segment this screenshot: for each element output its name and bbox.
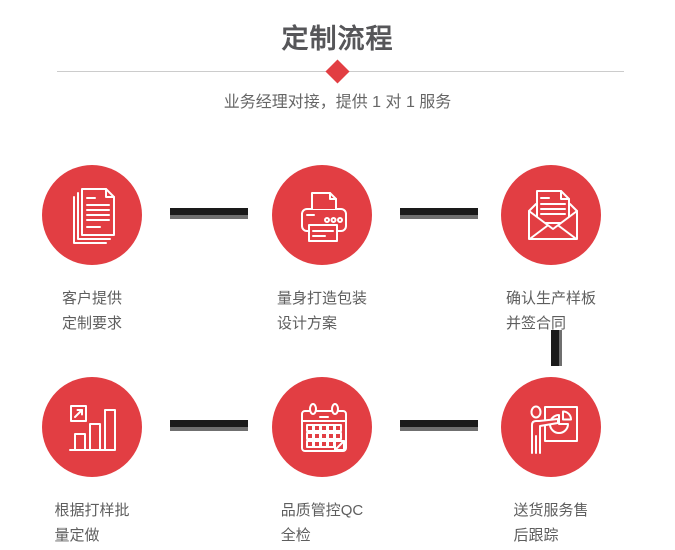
- step4-circle: [42, 377, 142, 477]
- step5-label-line1: 品质管控QC: [280, 502, 364, 519]
- step2-circle: [272, 165, 372, 265]
- step5-circle: [272, 377, 372, 477]
- diamond-icon: [325, 59, 350, 84]
- step6-label: 送货服务售 后跟踪: [513, 498, 588, 548]
- step6-label-line1: 送货服务售: [513, 502, 589, 519]
- step4-label: 根据打样批 量定做: [54, 498, 129, 548]
- connector-step5-step6: [400, 420, 478, 431]
- step5-label: 品质管控QC 全检: [281, 498, 364, 548]
- documents-icon: [73, 188, 115, 244]
- step6-label-line2: 后跟踪: [513, 527, 559, 544]
- step3-label-line2: 并签合同: [505, 315, 567, 332]
- step1-circle: [42, 165, 142, 265]
- step1-label: 客户提供 定制要求: [62, 286, 122, 336]
- step1-label-line2: 定制要求: [61, 315, 123, 332]
- bar-chart-icon: [69, 405, 116, 451]
- step3-label-line1: 确认生产样板: [505, 290, 597, 307]
- step3-label: 确认生产样板 并签合同: [506, 286, 596, 336]
- step6-circle: [501, 377, 601, 477]
- printer-icon: [301, 192, 347, 242]
- step5-label-line2: 全检: [280, 527, 311, 544]
- calendar-icon: [301, 403, 347, 452]
- presentation-icon: [530, 405, 578, 454]
- step4-label-line2: 量定做: [54, 527, 100, 544]
- step4-label-line1: 根据打样批: [54, 502, 130, 519]
- connector-row1-row2: [551, 330, 562, 366]
- page-title: 定制流程: [281, 24, 394, 54]
- page-subtitle: 业务经理对接，提供 1 对 1 服务: [223, 94, 452, 111]
- connector-step1-step2: [170, 208, 248, 219]
- step2-label-line2: 设计方案: [276, 315, 338, 332]
- step2-label-line1: 量身打造包装: [276, 290, 368, 307]
- step3-circle: [501, 165, 601, 265]
- step2-label: 量身打造包装 设计方案: [277, 286, 367, 336]
- connector-step2-step3: [400, 208, 478, 219]
- step1-label-line1: 客户提供: [61, 290, 123, 307]
- connector-step4-step5: [170, 420, 248, 431]
- envelope-icon: [528, 190, 578, 240]
